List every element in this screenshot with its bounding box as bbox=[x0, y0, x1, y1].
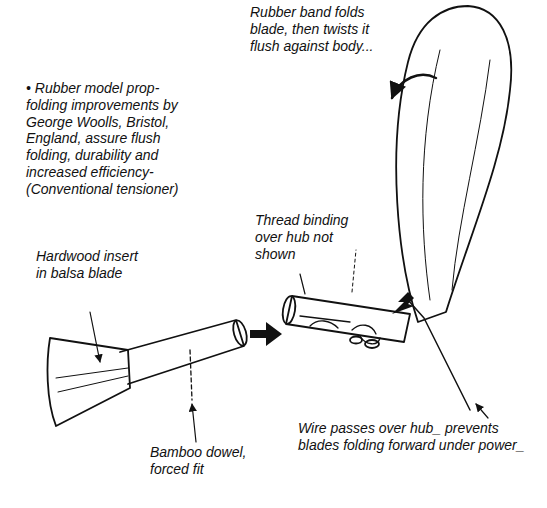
leader-line bbox=[300, 274, 305, 294]
hardwood-insert bbox=[56, 368, 128, 392]
dowel bbox=[120, 320, 244, 384]
fold-arrow bbox=[392, 75, 436, 98]
blade-shading bbox=[423, 50, 490, 300]
hub bbox=[286, 296, 410, 342]
callout-label: Rubber band folds blade, then twists it … bbox=[250, 4, 378, 54]
hub-end bbox=[281, 295, 297, 325]
wire bbox=[408, 300, 470, 410]
wire-loop bbox=[350, 337, 362, 344]
assembly-arrow bbox=[250, 322, 282, 346]
wire-loop bbox=[365, 340, 379, 348]
callout-label: Wire passes over hub_ prevents blades fo… bbox=[298, 420, 540, 454]
leader-line bbox=[476, 404, 488, 418]
callout-label: Hardwood insert in balsa blade bbox=[36, 248, 140, 282]
callout-label: Bamboo dowel, forced fit bbox=[150, 444, 272, 478]
bamboo-dowel bbox=[190, 350, 192, 400]
wire-dashed bbox=[352, 250, 356, 292]
balsa-blade-root bbox=[48, 338, 130, 426]
pointer-arrow bbox=[392, 292, 414, 314]
callout-label: • Rubber model prop-folding improvements… bbox=[26, 80, 198, 198]
folding-blade bbox=[396, 6, 511, 322]
leader-line bbox=[90, 312, 100, 362]
leader-line bbox=[192, 404, 196, 442]
dowel-end bbox=[231, 319, 250, 347]
hub-wire-loops bbox=[300, 316, 380, 344]
callout-label: Thread binding over hub not shown bbox=[255, 212, 351, 262]
